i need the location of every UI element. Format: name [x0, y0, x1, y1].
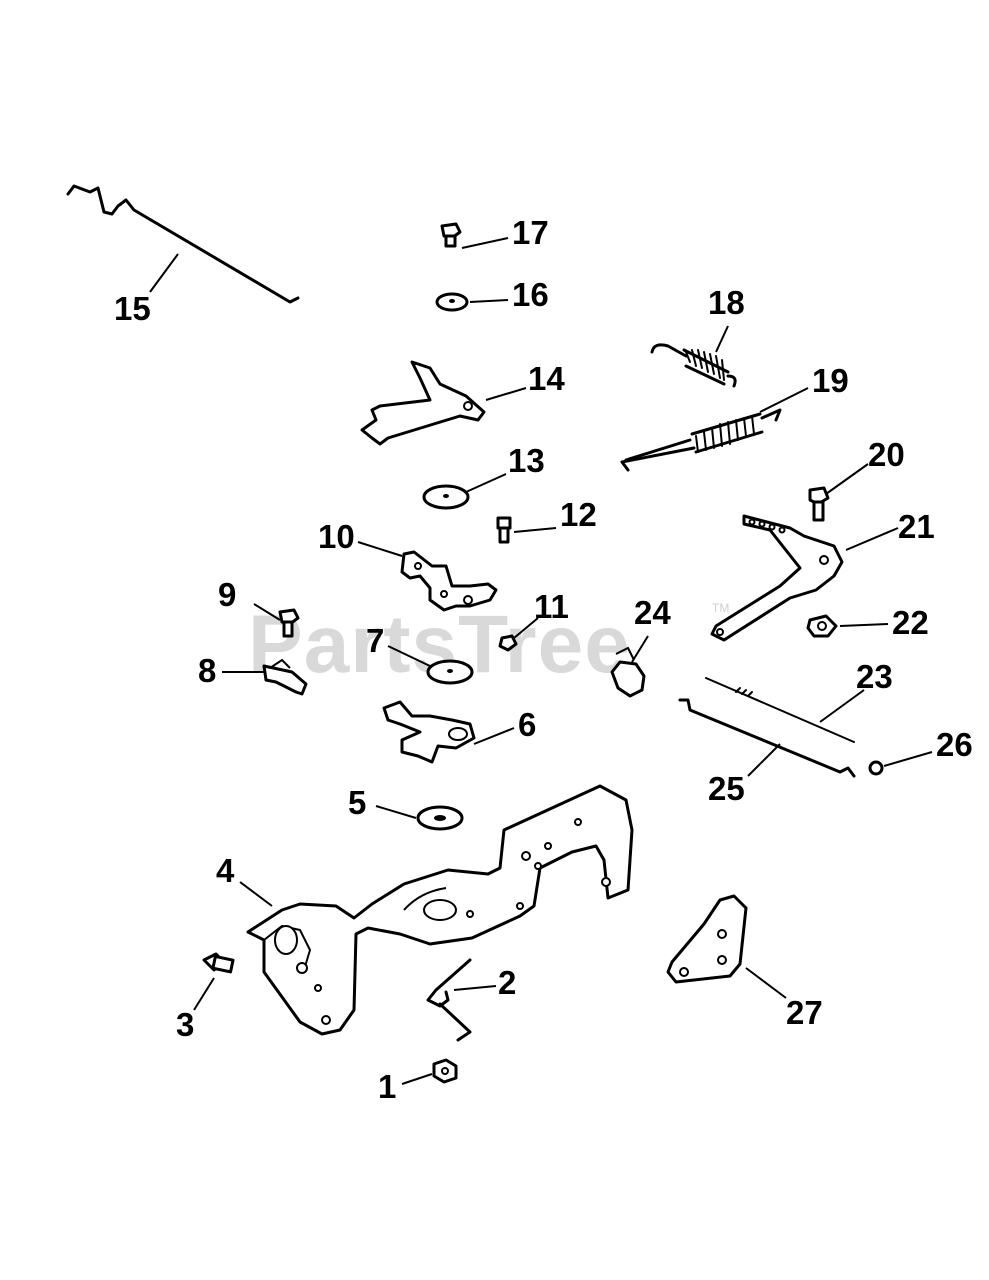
- leader-17: [461, 237, 509, 249]
- callout-5[interactable]: 5: [348, 784, 366, 821]
- callout-19[interactable]: 19: [812, 362, 849, 399]
- callout-2[interactable]: 2: [498, 964, 516, 1001]
- callout-16[interactable]: 16: [512, 276, 549, 313]
- part-1-nut[interactable]: [432, 1058, 458, 1084]
- part-25-linkage-rod[interactable]: [678, 698, 856, 778]
- leader-1: [401, 1073, 433, 1085]
- part-22-nut[interactable]: [806, 614, 838, 638]
- part-19-spring[interactable]: [620, 408, 782, 472]
- part-27-mounting-bracket[interactable]: [666, 894, 748, 984]
- callout-labels: 15 17 16 18 19 14 13 20 12 21 10 9 11 24…: [114, 214, 973, 1105]
- callout-1[interactable]: 1: [378, 1068, 396, 1105]
- leader-2: [453, 985, 497, 991]
- callout-4[interactable]: 4: [216, 852, 235, 889]
- leader-lines: [149, 237, 933, 1085]
- part-10-lever[interactable]: [400, 550, 498, 612]
- part-13-washer[interactable]: [422, 484, 470, 510]
- callout-26[interactable]: 26: [936, 726, 973, 763]
- part-4-control-bracket[interactable]: [246, 784, 634, 1036]
- callout-8[interactable]: 8: [198, 652, 216, 689]
- leader-16: [469, 299, 509, 303]
- leader-22: [839, 623, 889, 627]
- leader-23: [819, 689, 865, 723]
- callout-3[interactable]: 3: [176, 1006, 194, 1043]
- part-24-clip[interactable]: [610, 646, 646, 698]
- leader-19: [759, 387, 809, 413]
- callout-21[interactable]: 21: [898, 508, 935, 545]
- part-9-screw[interactable]: [278, 608, 300, 638]
- part-23-rod[interactable]: [705, 677, 855, 743]
- leader-10: [357, 541, 403, 557]
- leader-27: [745, 967, 787, 999]
- leader-11: [513, 617, 539, 639]
- callout-25[interactable]: 25: [708, 770, 745, 807]
- part-2-spring-clip[interactable]: [426, 958, 472, 1042]
- callout-10[interactable]: 10: [318, 518, 355, 555]
- leader-26: [883, 751, 933, 767]
- part-21-throttle-lever[interactable]: [710, 514, 844, 642]
- leader-21: [845, 527, 899, 551]
- leader-18: [715, 325, 729, 353]
- callout-7[interactable]: 7: [366, 622, 384, 659]
- part-16-washer[interactable]: [435, 292, 469, 312]
- leader-6: [473, 727, 515, 745]
- callout-6[interactable]: 6: [518, 706, 536, 743]
- leader-9: [253, 603, 281, 621]
- callout-11[interactable]: 11: [534, 588, 569, 625]
- callout-14[interactable]: 14: [528, 360, 565, 397]
- leader-25: [747, 743, 781, 777]
- part-14-lever-bracket[interactable]: [360, 360, 486, 446]
- part-5-washer[interactable]: [416, 805, 464, 831]
- leader-12: [513, 527, 557, 533]
- part-20-bolt[interactable]: [808, 486, 830, 522]
- callout-13[interactable]: 13: [508, 442, 545, 479]
- part-8-clip[interactable]: [262, 658, 308, 696]
- leader-13: [465, 473, 507, 493]
- watermark-tm: TM: [712, 601, 729, 615]
- part-26-clip[interactable]: [868, 760, 884, 776]
- part-17-screw[interactable]: [440, 222, 462, 248]
- callout-20[interactable]: 20: [868, 436, 905, 473]
- callout-27[interactable]: 27: [786, 994, 823, 1031]
- callout-22[interactable]: 22: [892, 604, 929, 641]
- callout-17[interactable]: 17: [512, 214, 549, 251]
- part-3-bolt[interactable]: [202, 952, 235, 974]
- callout-15[interactable]: 15: [114, 290, 151, 327]
- leader-24: [631, 635, 649, 663]
- leader-4: [239, 881, 273, 907]
- leader-5: [375, 805, 417, 819]
- part-12-bolt[interactable]: [496, 516, 512, 544]
- callout-24[interactable]: 24: [634, 594, 671, 631]
- part-6-lever-bracket[interactable]: [382, 700, 476, 764]
- leader-15: [149, 253, 179, 293]
- callout-18[interactable]: 18: [708, 284, 745, 321]
- part-18-spring[interactable]: [650, 343, 737, 388]
- part-11-nut[interactable]: [498, 634, 518, 652]
- callout-23[interactable]: 23: [856, 658, 893, 695]
- leader-7: [387, 645, 431, 667]
- part-15-control-rod[interactable]: [66, 184, 300, 304]
- part-7-washer[interactable]: [426, 659, 474, 685]
- leader-14: [485, 387, 527, 401]
- leader-20: [825, 463, 869, 495]
- leader-3: [193, 977, 215, 1011]
- callout-12[interactable]: 12: [560, 496, 597, 533]
- callout-9[interactable]: 9: [218, 576, 236, 613]
